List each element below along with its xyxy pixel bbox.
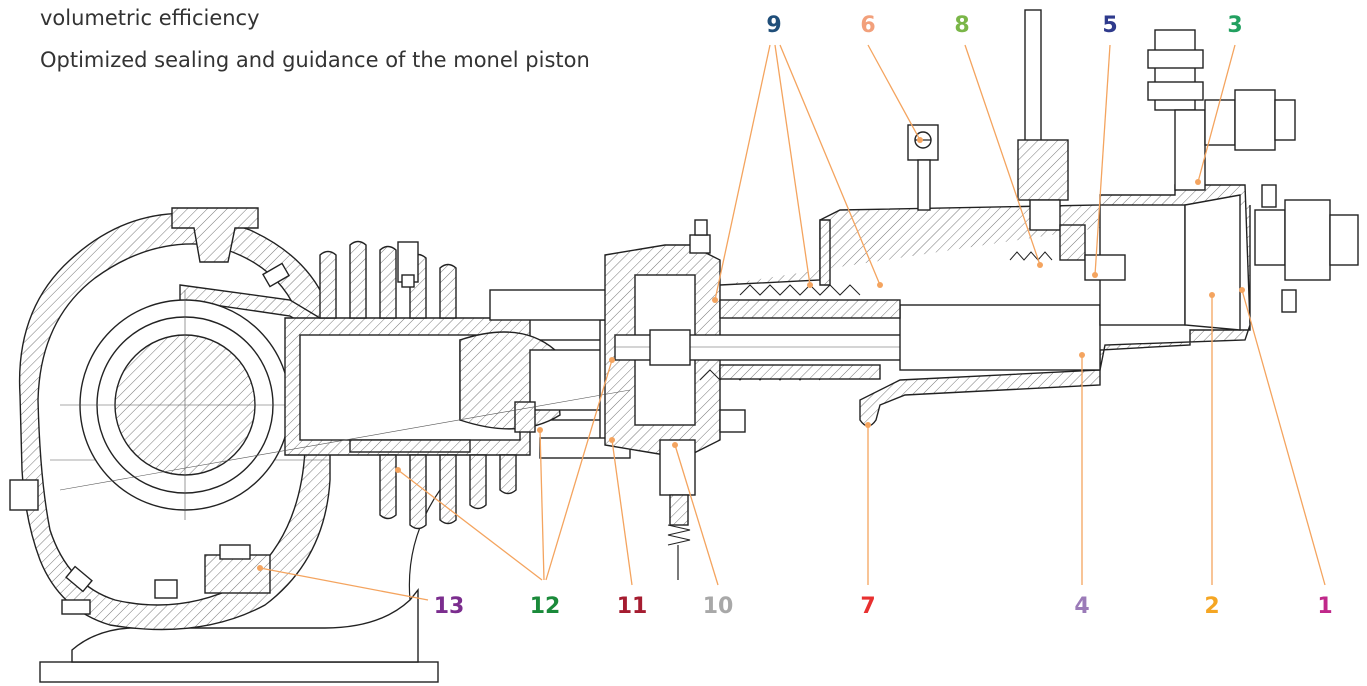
callout-13: 13 xyxy=(434,594,465,619)
callout-12: 12 xyxy=(530,594,561,619)
crankshaft xyxy=(60,290,310,520)
callout-labels: 9 6 8 5 3 13 12 11 10 7 4 2 1 xyxy=(434,13,1333,619)
callout-11: 11 xyxy=(617,594,648,619)
callout-7: 7 xyxy=(860,594,875,619)
callout-2: 2 xyxy=(1204,594,1219,619)
callout-5: 5 xyxy=(1102,13,1117,38)
fitting-top-right xyxy=(1147,29,1296,191)
cooling-fins-bottom xyxy=(379,454,517,530)
callout-3: 3 xyxy=(1227,13,1242,38)
sealing-springs xyxy=(699,251,1053,381)
callout-9: 9 xyxy=(766,13,781,38)
pump-base xyxy=(39,489,441,683)
cooling-fins-top xyxy=(319,240,457,319)
fitting-right xyxy=(1254,184,1359,313)
flange-block xyxy=(604,219,746,580)
leader-lines xyxy=(257,44,1326,601)
intro-text-line-1: volumetric efficiency xyxy=(40,6,260,30)
callout-6: 6 xyxy=(860,13,875,38)
valve-assembly xyxy=(1017,9,1126,281)
callout-1: 1 xyxy=(1317,594,1332,619)
cylinder-body xyxy=(719,184,1251,427)
callout-8: 8 xyxy=(954,13,969,38)
intro-text-line-2: Optimized sealing and guidance of the mo… xyxy=(40,48,590,72)
centerline xyxy=(59,389,631,491)
callout-4: 4 xyxy=(1074,594,1089,619)
temperature-sensor xyxy=(907,124,939,211)
callout-10: 10 xyxy=(703,594,734,619)
